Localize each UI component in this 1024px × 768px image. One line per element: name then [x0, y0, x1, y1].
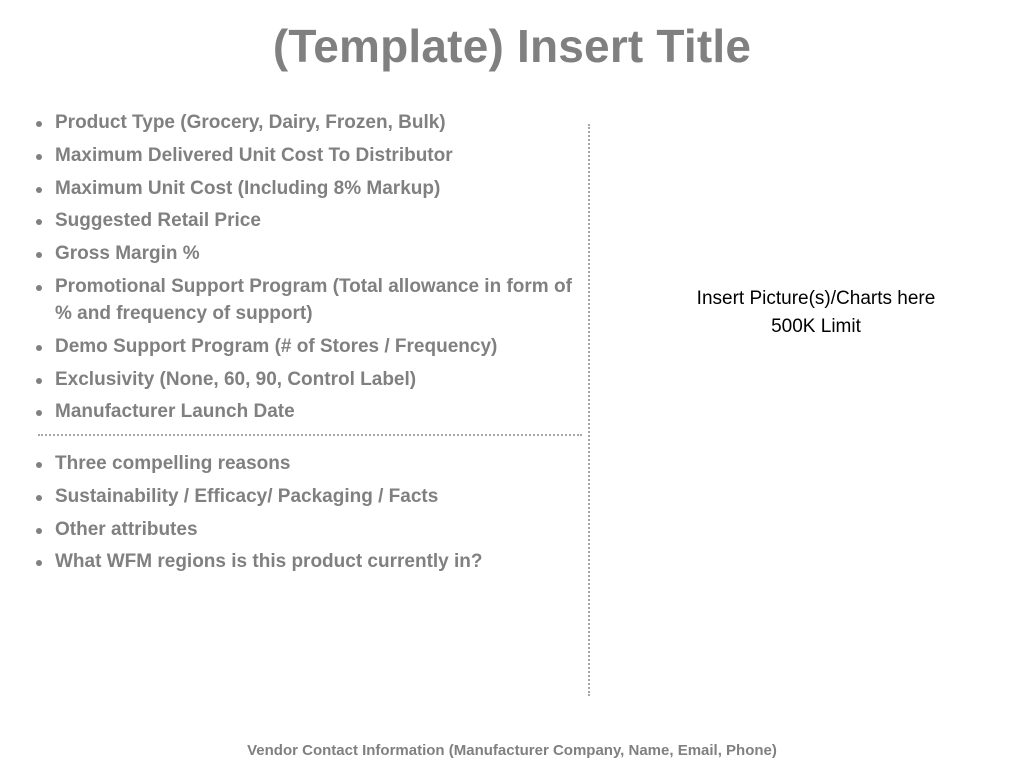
list-item: Other attributes: [36, 516, 576, 543]
bullet-icon: [36, 410, 42, 417]
slide-title: (Template) Insert Title: [272, 20, 752, 72]
list-item: Exclusivity (None, 60, 90, Control Label…: [36, 366, 576, 393]
bullet-icon: [36, 527, 42, 534]
bullet-icon: [36, 153, 42, 160]
list-item: Manufacturer Launch Date: [36, 398, 576, 425]
list-item: Product Type (Grocery, Dairy, Frozen, Bu…: [36, 109, 576, 136]
product-highlights-list: Three compelling reasons Sustainability …: [36, 450, 576, 581]
bullet-icon: [36, 462, 42, 468]
list-item: Maximum Delivered Unit Cost To Distribut…: [36, 142, 576, 169]
list-item: Suggested Retail Price: [36, 207, 576, 234]
list-item: What WFM regions is this product current…: [36, 548, 576, 575]
list-item: Maximum Unit Cost (Including 8% Markup): [36, 175, 576, 202]
placeholder-limit: 500K Limit: [771, 316, 861, 337]
list-item: Three compelling reasons: [36, 450, 576, 477]
picture-placeholder: Insert Picture(s)/Charts here 500K Limit: [640, 285, 992, 341]
list-item-label: Manufacturer Launch Date: [55, 401, 295, 423]
bullet-icon: [36, 121, 42, 127]
list-item-label: Product Type (Grocery, Dairy, Frozen, Bu…: [55, 112, 446, 133]
list-item-label: Gross Margin %: [55, 243, 200, 265]
list-item-label: Maximum Unit Cost (Including 8% Markup): [55, 177, 441, 199]
list-item-label: Exclusivity (None, 60, 90, Control Label…: [55, 368, 417, 390]
bullet-icon: [36, 252, 42, 259]
list-item-label: Promotional Support Program (Total allow…: [55, 275, 572, 324]
list-item: Gross Margin %: [36, 240, 576, 267]
horizontal-divider: [38, 434, 582, 436]
list-item-label: Suggested Retail Price: [55, 210, 261, 232]
bullet-icon: [36, 344, 42, 351]
bullet-icon: [36, 284, 42, 291]
list-item-label: Sustainability / Efficacy/ Packaging / F…: [55, 485, 439, 507]
list-item-label: What WFM regions is this product current…: [55, 551, 483, 573]
list-item: Demo Support Program (# of Stores / Freq…: [36, 333, 576, 360]
list-item: Promotional Support Program (Total allow…: [36, 273, 576, 327]
list-item-label: Demo Support Program (# of Stores / Freq…: [55, 335, 498, 357]
bullet-icon: [36, 560, 42, 567]
list-item-label: Other attributes: [55, 518, 198, 540]
vertical-divider: [588, 124, 590, 696]
vendor-contact-footer: Vendor Contact Information (Manufacturer…: [247, 742, 777, 759]
list-item: Sustainability / Efficacy/ Packaging / F…: [36, 483, 576, 510]
bullet-icon: [36, 377, 42, 384]
list-item-label: Maximum Delivered Unit Cost To Distribut…: [55, 144, 453, 166]
placeholder-line: Insert Picture(s)/Charts here: [696, 288, 936, 309]
list-item-label: Three compelling reasons: [55, 453, 291, 474]
bullet-icon: [36, 219, 42, 226]
bullet-icon: [36, 186, 42, 193]
bullet-icon: [36, 494, 42, 501]
product-details-list: Product Type (Grocery, Dairy, Frozen, Bu…: [36, 109, 576, 431]
